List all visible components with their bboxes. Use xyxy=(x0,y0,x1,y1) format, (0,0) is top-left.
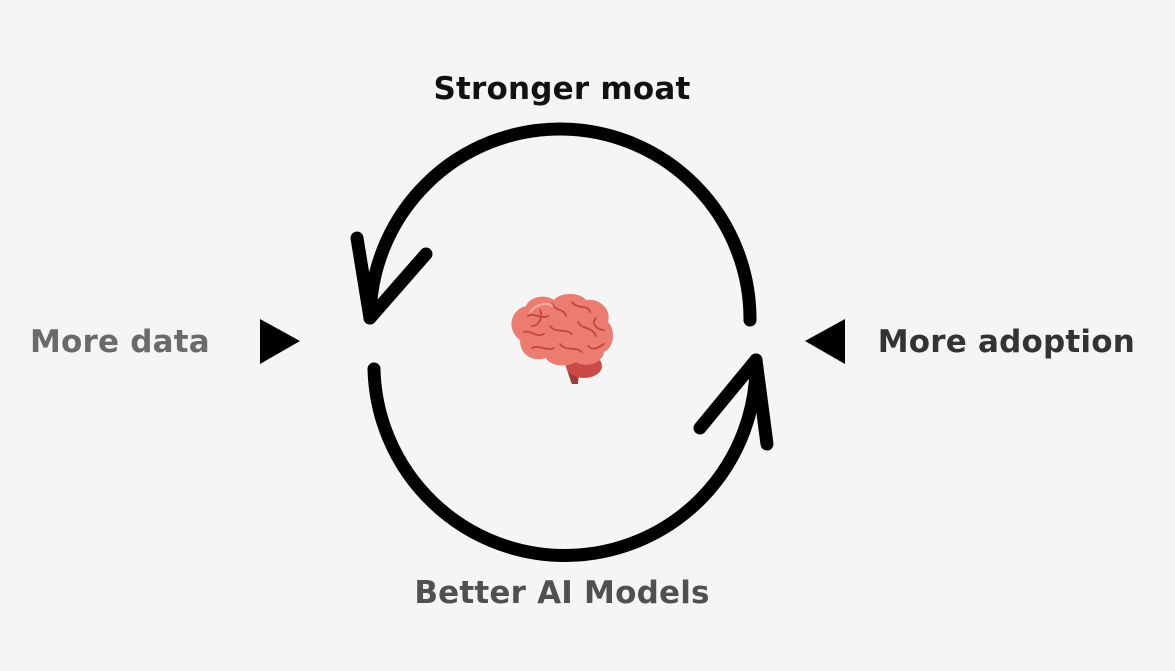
stronger-moat-label: Stronger moat xyxy=(433,71,691,107)
more-adoption-label: More adoption xyxy=(877,324,1135,360)
right-pointer-triangle xyxy=(805,319,845,364)
lower-cycle-arc xyxy=(367,353,763,563)
better-ai-models-label: Better AI Models xyxy=(414,575,710,611)
left-pointer-triangle xyxy=(260,319,300,364)
upper-cycle-arc xyxy=(363,122,757,327)
more-data-label: More data xyxy=(30,324,210,360)
lower-arrowhead xyxy=(693,353,774,451)
brain-icon xyxy=(511,294,613,384)
upper-arrowhead xyxy=(350,231,433,325)
